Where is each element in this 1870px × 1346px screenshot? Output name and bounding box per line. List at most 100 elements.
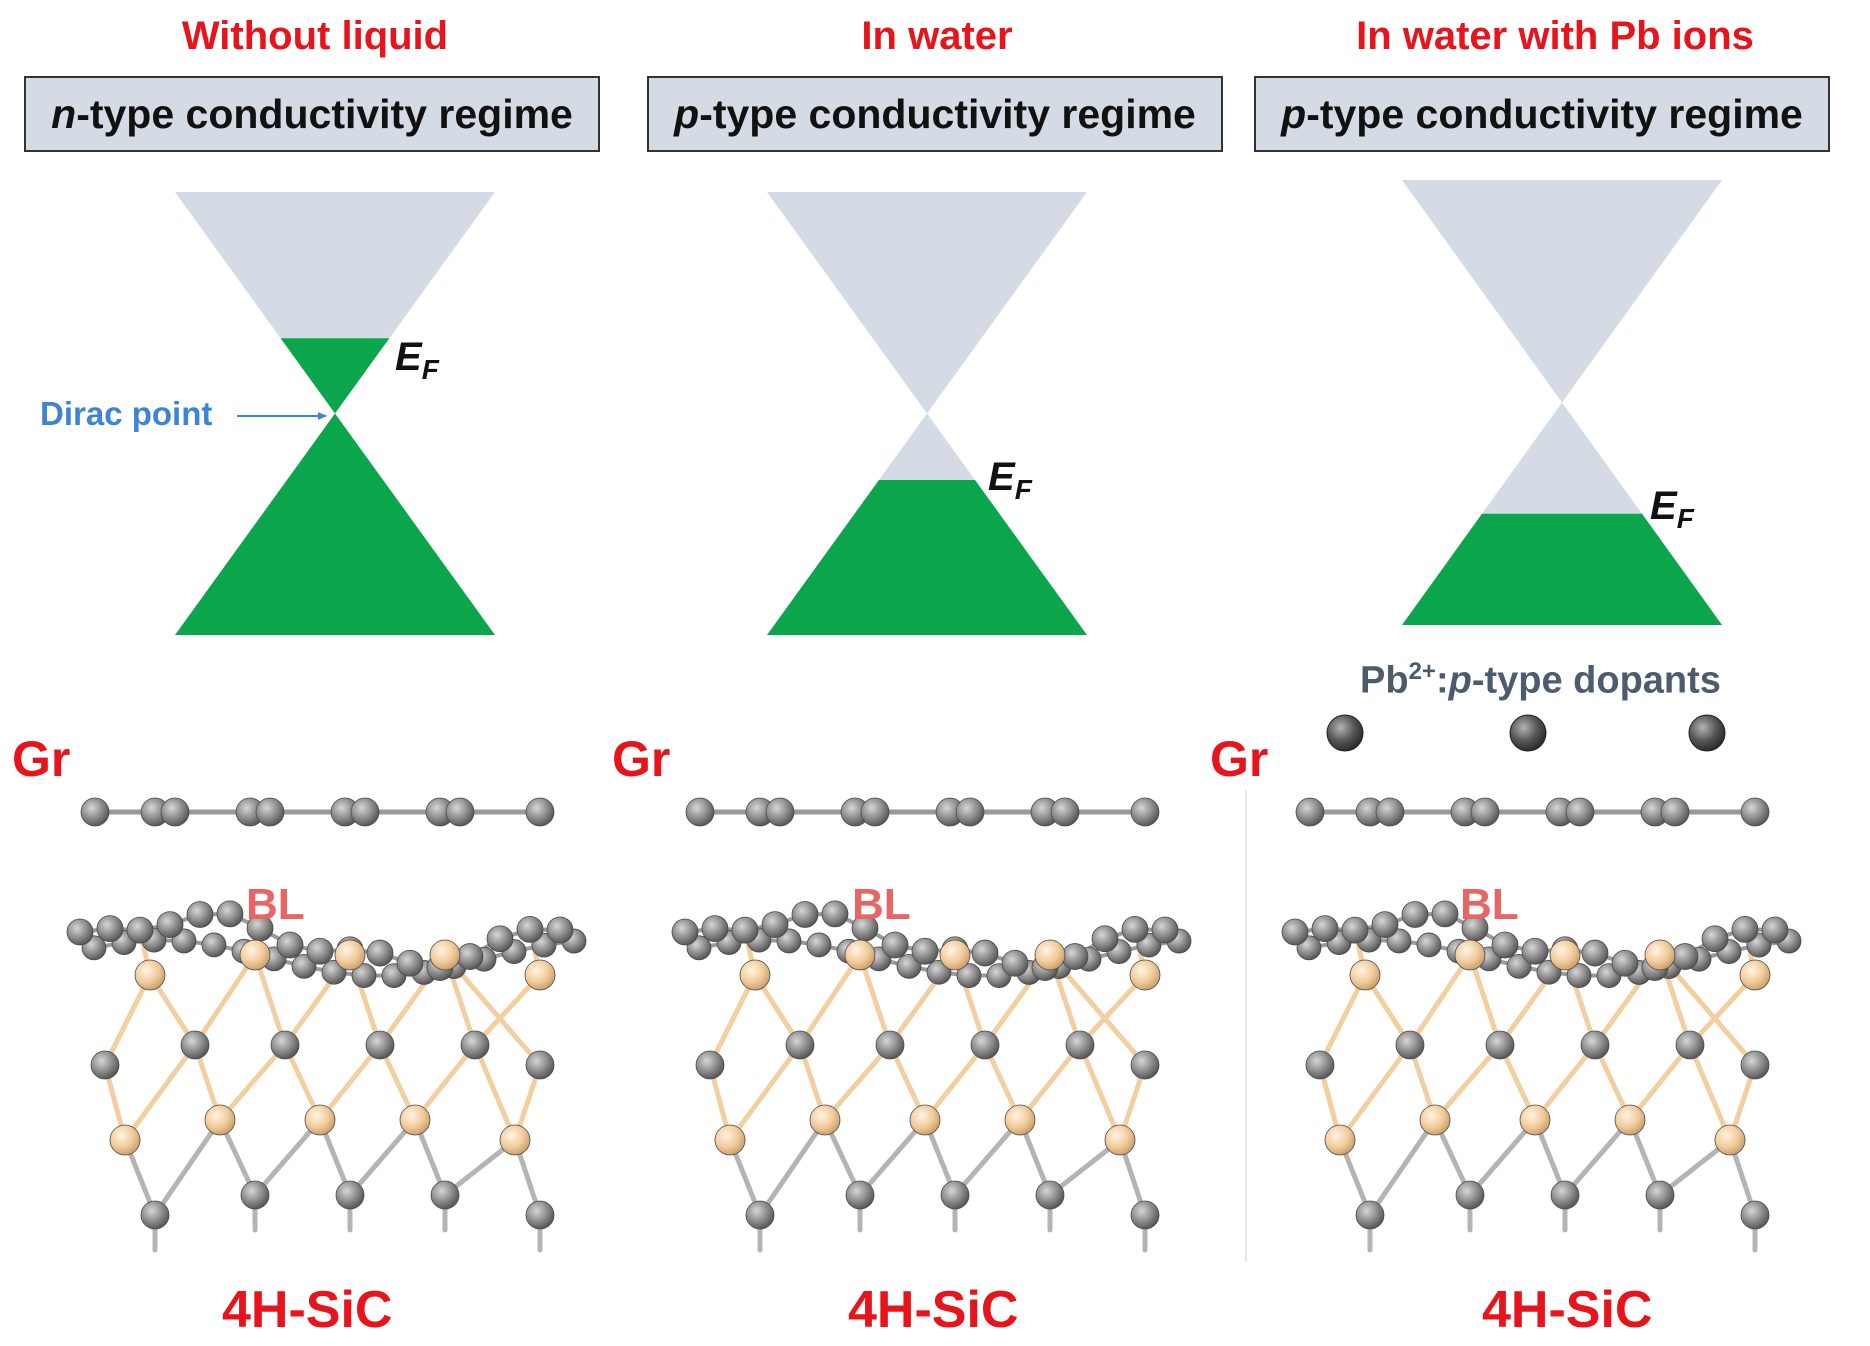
graphene-carbon-atom — [445, 797, 475, 827]
buffer-layer-carbon-atom — [66, 918, 94, 946]
c-si-bond — [822, 1042, 893, 1123]
si-c-bond — [707, 972, 758, 1068]
si-c-bond — [857, 1117, 928, 1198]
silicon-atom — [1129, 959, 1161, 991]
atomic-structures — [66, 797, 1802, 1253]
panel-1-atomic-structure — [66, 797, 587, 1253]
buffer-layer-carbon-atom — [1506, 953, 1532, 979]
c-si-bond — [1432, 1042, 1503, 1123]
buffer-layer-carbon-atom — [1311, 915, 1339, 943]
carbon-atom — [875, 1030, 905, 1060]
carbon-atom — [970, 1030, 1000, 1060]
panel-1-regime-text: -type conductivity regime — [76, 91, 573, 137]
si-c-bond — [1367, 1117, 1438, 1218]
buffer-layer-carbon-atom — [1611, 949, 1639, 977]
si-c-bond — [152, 1117, 223, 1218]
carbon-atom — [1740, 1050, 1770, 1080]
silicon-atom — [714, 1124, 746, 1156]
carbon-atom — [525, 1200, 555, 1230]
graphene-carbon-atom — [255, 797, 285, 827]
buffer-layer-carbon-atom — [486, 925, 514, 953]
c-si-bond — [922, 1042, 988, 1123]
c-si-bond — [412, 1042, 478, 1123]
graphene-carbon-atom — [1050, 797, 1080, 827]
buffer-layer-carbon-atom — [971, 939, 999, 967]
panel-2-title: In water — [861, 14, 1013, 58]
si-c-bond — [1467, 952, 1503, 1048]
filled-valence-states — [767, 479, 1087, 635]
buffer-layer-carbon-atom — [396, 949, 424, 977]
silicon-atom — [909, 1104, 941, 1136]
si-c-bond — [252, 952, 288, 1048]
carbon-atom — [460, 1030, 490, 1060]
buffer-layer-carbon-atom — [291, 953, 317, 979]
buffer-layer-carbon-atom — [1001, 949, 1029, 977]
silicon-atom — [524, 959, 556, 991]
c-si-bond — [1687, 1042, 1733, 1143]
buffer-layer-carbon-atom — [1431, 900, 1459, 928]
buffer-layer-carbon-atom — [1701, 925, 1729, 953]
si-c-bond — [192, 952, 258, 1048]
silicon-atom — [1454, 939, 1486, 971]
graphene-carbon-atom — [1470, 797, 1500, 827]
filled-conduction-states — [280, 338, 390, 414]
buffer-layer-carbon-atom — [516, 915, 544, 943]
carbon-atom — [1035, 1180, 1065, 1210]
panel-2-fermi-label: EF — [988, 455, 1032, 505]
silicon-atom — [1739, 959, 1771, 991]
panel-3-regime-type: p — [1281, 91, 1307, 137]
si-c-bond — [952, 1117, 1023, 1198]
buffer-layer-carbon-atom — [456, 943, 484, 970]
c-si-bond — [1017, 1042, 1083, 1123]
buffer-layer-carbon-atom — [1401, 901, 1429, 928]
panel-3-atomic-structure — [1281, 797, 1802, 1253]
buffer-layer-carbon-atom — [1416, 932, 1442, 958]
buffer-layer-carbon-atom — [911, 937, 939, 965]
carbon-atom — [1065, 1030, 1095, 1060]
carbon-atom — [140, 1200, 170, 1230]
buffer-layer-carbon-atom — [126, 916, 154, 944]
panel-1-dirac-cone — [175, 192, 495, 635]
graphene-carbon-atom — [1660, 797, 1690, 827]
silicon-atom — [1004, 1104, 1036, 1136]
buffer-layer-carbon-atom — [956, 963, 982, 988]
silicon-atom — [134, 959, 166, 991]
carbon-atom — [845, 1180, 875, 1210]
graphene-carbon-atom — [1740, 797, 1770, 827]
carbon-atom — [1305, 1050, 1335, 1080]
panel-3-buffer-layer-label: BL — [1460, 880, 1519, 929]
si-c-bond — [472, 972, 543, 1048]
buffer-layer-carbon-atom — [791, 901, 819, 928]
silicon-atom — [1104, 1124, 1136, 1156]
silicon-atom — [109, 1124, 141, 1156]
si-c-bond — [252, 1117, 323, 1198]
graphene-carbon-atom — [160, 797, 190, 827]
silicon-atom — [334, 939, 366, 971]
carbon-atom — [335, 1180, 365, 1210]
filled-valence-states — [175, 413, 495, 635]
graphene-carbon-atom — [765, 797, 795, 827]
panel-2-buffer-layer-label: BL — [852, 880, 911, 929]
carbon-atom — [1645, 1180, 1675, 1210]
buffer-layer-carbon-atom — [201, 932, 227, 958]
pb-ion — [1326, 714, 1364, 752]
si-c-bond — [1687, 972, 1758, 1048]
carbon-atom — [1395, 1030, 1425, 1060]
buffer-layer-carbon-atom — [1491, 931, 1519, 959]
panel-1-fermi-label: EF — [395, 335, 439, 385]
pb-dopant-ions — [1326, 714, 1726, 752]
panel-3-fermi-label: EF — [1650, 484, 1694, 534]
silicon-atom — [844, 939, 876, 971]
carbon-atom — [1130, 1050, 1160, 1080]
panel-3-dirac-cone — [1402, 180, 1722, 625]
si-c-bond — [102, 972, 153, 1068]
carbon-atom — [1740, 1200, 1770, 1230]
buffer-layer-carbon-atom — [216, 900, 244, 928]
buffer-layer-carbon-atom — [1281, 918, 1309, 946]
carbon-atom — [1485, 1030, 1515, 1060]
pb-ion — [1688, 714, 1726, 752]
carbon-atom — [270, 1030, 300, 1060]
carbon-atom — [525, 1050, 555, 1080]
dirac-cones — [175, 180, 1722, 635]
buffer-layer-carbon-atom — [821, 900, 849, 928]
